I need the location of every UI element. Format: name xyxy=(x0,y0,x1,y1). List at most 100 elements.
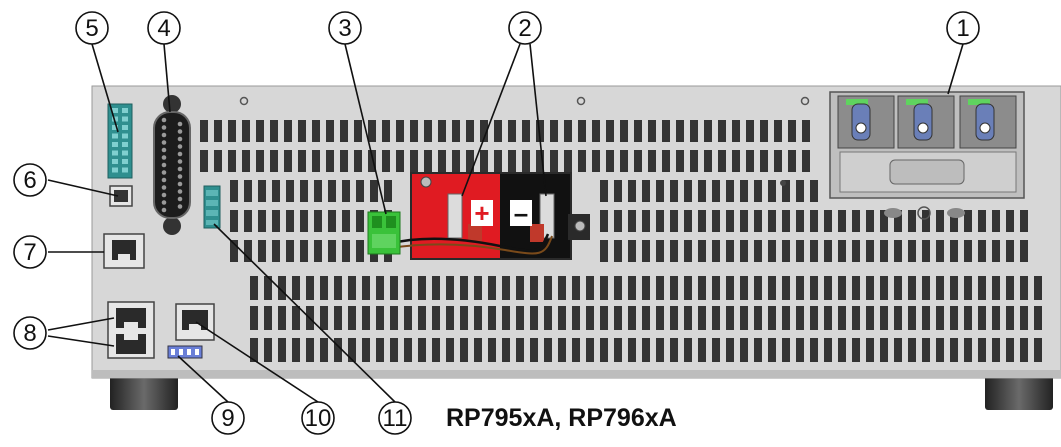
vent-slot xyxy=(396,120,404,142)
callout-number: 7 xyxy=(23,239,36,266)
vent-slot xyxy=(474,276,482,300)
vent-slot xyxy=(284,150,292,172)
vent-slot xyxy=(286,240,294,262)
callout-number: 9 xyxy=(221,405,234,432)
callout-circle xyxy=(508,11,542,45)
callout-7: 7 xyxy=(13,235,47,269)
callout-circle xyxy=(13,163,47,197)
vent-slot xyxy=(272,240,280,262)
vent-slot xyxy=(746,120,754,142)
vent-slot xyxy=(866,306,874,330)
vent-slot xyxy=(314,240,322,262)
vent-slot xyxy=(334,306,342,330)
vent-slot xyxy=(670,240,678,262)
vent-slot xyxy=(656,276,664,300)
vent-slot xyxy=(488,338,496,362)
vent-slot xyxy=(922,240,930,262)
vent-slot xyxy=(328,210,336,232)
vent-slot xyxy=(810,338,818,362)
vent-slot xyxy=(368,120,376,142)
vent-slot xyxy=(768,338,776,362)
vent-slot xyxy=(614,180,622,202)
vent-slot xyxy=(880,276,888,300)
vent-slot xyxy=(550,150,558,172)
vent-slot xyxy=(810,276,818,300)
vent-slot xyxy=(452,150,460,172)
vent-slot xyxy=(726,306,734,330)
vent-slot xyxy=(824,210,832,232)
vent-slot xyxy=(384,180,392,202)
vent-slot xyxy=(328,240,336,262)
connector-pin xyxy=(161,140,167,145)
vent-slot xyxy=(404,338,412,362)
io-pin xyxy=(112,159,118,164)
vent-slot xyxy=(838,338,846,362)
vent-slot xyxy=(376,338,384,362)
vent-slot xyxy=(356,180,364,202)
vent-slot xyxy=(704,120,712,142)
vent-slot xyxy=(698,306,706,330)
vent-slot xyxy=(356,240,364,262)
vent-slot xyxy=(564,120,572,142)
vent-slot xyxy=(838,240,846,262)
vent-slot xyxy=(418,338,426,362)
vent-slot xyxy=(558,306,566,330)
vent-slot xyxy=(796,240,804,262)
vent-slot xyxy=(432,276,440,300)
vent-slot xyxy=(908,338,916,362)
vent-slot xyxy=(740,210,748,232)
callout-3: 3 xyxy=(328,11,362,45)
vent-slot xyxy=(214,150,222,172)
callout-number: 4 xyxy=(157,15,170,42)
vent-slot xyxy=(550,120,558,142)
ventilation-slots xyxy=(200,120,1042,362)
vent-slot xyxy=(502,338,510,362)
vent-slot xyxy=(908,276,916,300)
leader-lines xyxy=(47,43,964,403)
vent-slot xyxy=(348,338,356,362)
vent-slot xyxy=(754,338,762,362)
io-pin xyxy=(122,116,128,122)
vent-slot xyxy=(342,210,350,232)
vent-slot xyxy=(284,120,292,142)
vent-slot xyxy=(230,210,238,232)
vent-slot xyxy=(740,338,748,362)
vent-slot xyxy=(684,338,692,362)
vent-slot xyxy=(200,150,208,172)
callout-number: 1 xyxy=(956,15,969,42)
vent-slot xyxy=(802,120,810,142)
vent-slot xyxy=(244,180,252,202)
vent-slot xyxy=(516,306,524,330)
vent-slot xyxy=(712,306,720,330)
connector-pin xyxy=(161,162,167,168)
vent-slot xyxy=(614,210,622,232)
vent-slot xyxy=(684,180,692,202)
connector-pin xyxy=(177,181,183,187)
vent-slot xyxy=(992,276,1000,300)
vent-slot xyxy=(684,210,692,232)
vent-slot xyxy=(306,276,314,300)
io-pin xyxy=(122,108,128,113)
vent-slot xyxy=(438,150,446,172)
vent-slot xyxy=(936,338,944,362)
vent-slot xyxy=(992,210,1000,232)
connector-pin xyxy=(161,177,167,183)
vent-slot xyxy=(964,338,972,362)
vent-slot xyxy=(768,180,776,202)
vent-slot xyxy=(340,120,348,142)
connector-pin xyxy=(177,129,183,134)
vent-slot xyxy=(572,276,580,300)
vent-slot xyxy=(264,306,272,330)
vent-slot xyxy=(544,276,552,300)
vent-slot xyxy=(670,338,678,362)
vent-slot xyxy=(782,306,790,330)
vent-slot xyxy=(300,210,308,232)
vent-slot xyxy=(648,120,656,142)
vent-slot xyxy=(788,150,796,172)
vent-slot xyxy=(810,180,818,202)
callout-circle xyxy=(13,235,47,269)
vent-slot xyxy=(278,276,286,300)
callout-4: 4 xyxy=(147,11,181,45)
ac-input-terminal-block xyxy=(829,91,1025,220)
